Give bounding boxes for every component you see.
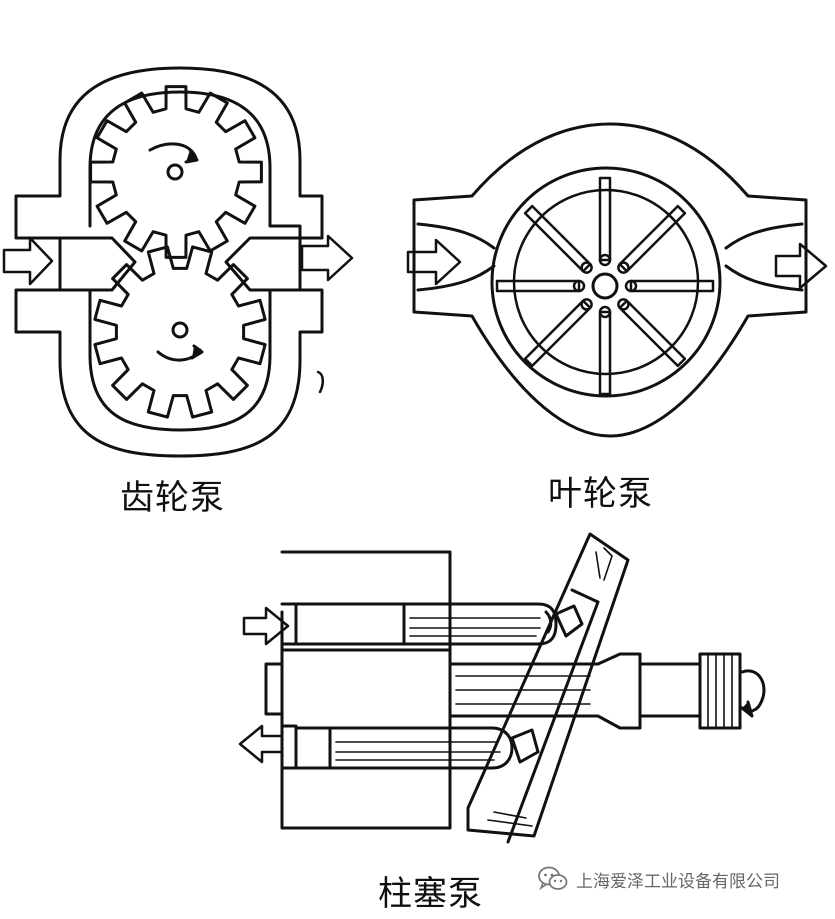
vane-slot (572, 279, 586, 293)
piston-pump-label: 柱塞泵 (378, 874, 483, 914)
watermark: 上海爱泽工业设备有限公司 (538, 864, 780, 894)
vane-blade (523, 299, 592, 368)
vane-slot (624, 279, 638, 293)
gear-pump-casing (14, 66, 324, 458)
piston-pump-inlet-arrow (242, 606, 290, 646)
piston-upper (294, 602, 558, 646)
wechat-icon (538, 866, 568, 891)
vane-pump-vanes (495, 176, 715, 396)
vane-slot (617, 261, 630, 274)
gear-pump-label: 齿轮泵 (120, 478, 225, 518)
vane-blade (495, 279, 581, 293)
gear-pump-throat (58, 236, 302, 292)
swash-plate (466, 532, 630, 844)
vane-blade (629, 279, 715, 293)
vane-slot (580, 298, 593, 311)
vane-slot (598, 305, 612, 319)
vane-blade (618, 299, 687, 368)
stray-mark (316, 370, 324, 394)
vane-blade (598, 310, 612, 396)
vane-slot (580, 261, 593, 274)
piston-pump-diagram (238, 532, 766, 844)
vane-blade (523, 204, 592, 273)
vane-blade (618, 204, 687, 273)
watermark-text: 上海爱泽工业设备有限公司 (576, 871, 780, 892)
vane-slot (598, 253, 612, 267)
gear-upper (89, 85, 263, 259)
vane-pump-body (412, 122, 808, 438)
piston-pump-outlet-arrow (238, 724, 284, 764)
gear-pump-diagram (2, 66, 354, 458)
gear-pump-chamber (58, 90, 302, 432)
vane-pump-outlet-arrow (774, 242, 828, 290)
vane-pump-inlet-arrow (406, 238, 462, 286)
gear-lower (93, 245, 267, 419)
vane-pump-diagram (406, 122, 828, 438)
gear-pump-inlet-arrow (2, 236, 54, 286)
cylinder-block-lower (280, 648, 452, 830)
cylinder-bore-upper (280, 602, 298, 646)
vane-blade (598, 176, 612, 262)
gear-pump-outlet-arrow (300, 234, 354, 282)
vane-pump-stator (490, 166, 722, 398)
vane-pump-hub (591, 272, 619, 300)
vane-pump-label: 叶轮泵 (548, 474, 653, 514)
piston-lower (294, 726, 514, 770)
cylinder-bore-lower (280, 724, 298, 770)
vane-pump-flow-channel (416, 222, 804, 292)
vane-slot (617, 298, 630, 311)
drive-shaft (264, 652, 766, 730)
